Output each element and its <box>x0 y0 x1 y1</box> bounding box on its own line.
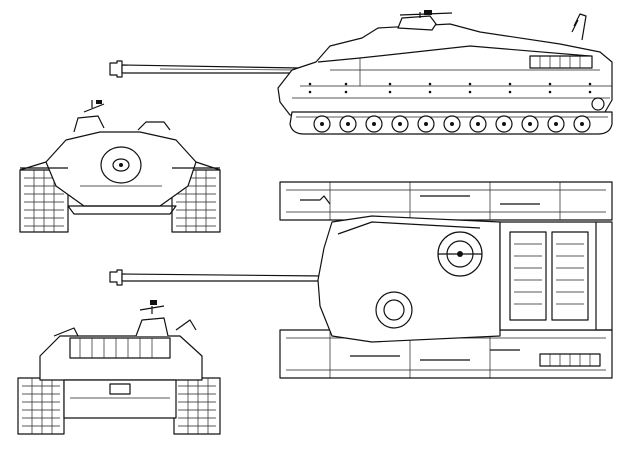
rear-left-track <box>18 378 64 434</box>
rear-view <box>18 300 220 434</box>
top-gun-barrel <box>110 270 324 285</box>
top-engine-deck <box>500 222 596 330</box>
top-hull <box>318 216 500 342</box>
top-left-fender <box>280 182 612 220</box>
top-hatch <box>376 292 412 328</box>
side-rivets <box>308 82 592 94</box>
side-view <box>110 10 612 134</box>
side-road-wheels <box>314 116 590 132</box>
side-crane <box>572 14 586 40</box>
side-gun-barrel <box>110 61 300 77</box>
rear-right-track <box>174 378 220 434</box>
top-view <box>110 182 612 378</box>
top-commander-cupola <box>438 232 482 276</box>
side-hull <box>278 24 612 115</box>
front-view <box>20 100 220 232</box>
side-cupola <box>398 10 452 30</box>
